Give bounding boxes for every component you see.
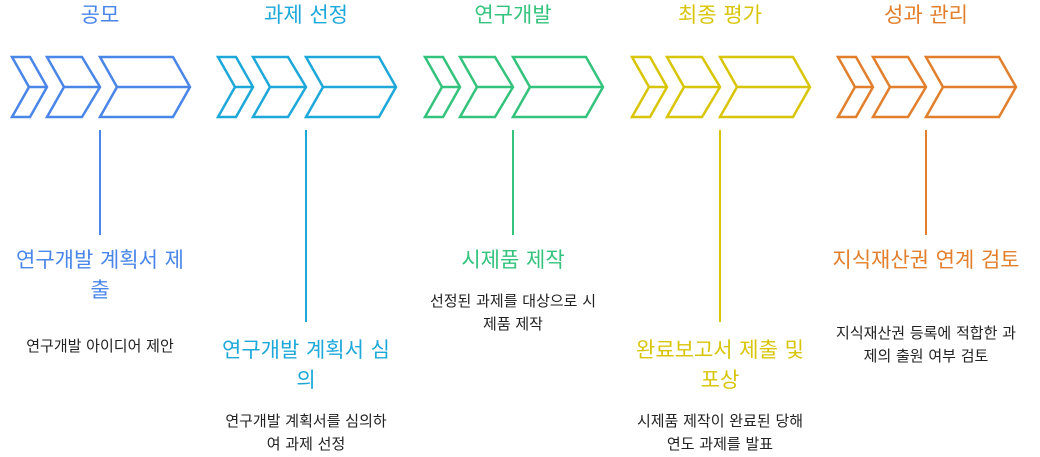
stage-description: 시제품 제작이 완료된 당해 연도 과제를 발표 xyxy=(636,412,804,453)
connector-line xyxy=(512,130,514,235)
stage-description: 연구개발 아이디어 제안 xyxy=(26,337,174,355)
chevron-arrows-icon xyxy=(629,55,812,119)
stage-title: 최종 평가 xyxy=(678,3,762,27)
connector-line xyxy=(99,130,101,235)
connector-line xyxy=(719,130,721,322)
stage-title: 공모 xyxy=(80,3,120,27)
stage-title: 과제 선정 xyxy=(264,3,348,27)
stage-subtitle: 완료보고서 제출 및 포상 xyxy=(636,338,804,392)
connector-line xyxy=(925,130,927,235)
stage-subtitle: 연구개발 계획서 심의 xyxy=(222,338,390,392)
stage-description: 선정된 과제를 대상으로 시제품 제작 xyxy=(429,292,597,333)
stage-description: 연구개발 계획서를 심의하여 과제 선정 xyxy=(225,412,387,453)
chevron-arrows-icon xyxy=(9,55,192,119)
chevron-arrows-icon xyxy=(422,55,605,119)
stage-title: 연구개발 xyxy=(474,3,552,27)
stage-subtitle: 연구개발 계획서 제출 xyxy=(16,248,184,302)
stage-subtitle: 지식재산권 연계 검토 xyxy=(832,248,1020,272)
connector-line xyxy=(305,130,307,322)
chevron-arrows-icon xyxy=(215,55,398,119)
stage-subtitle: 시제품 제작 xyxy=(461,248,565,272)
stage-description: 지식재산권 등록에 적합한 과제의 출원 여부 검토 xyxy=(836,324,1016,365)
stage-title: 성과 관리 xyxy=(884,3,968,27)
chevron-arrows-icon xyxy=(835,55,1018,119)
